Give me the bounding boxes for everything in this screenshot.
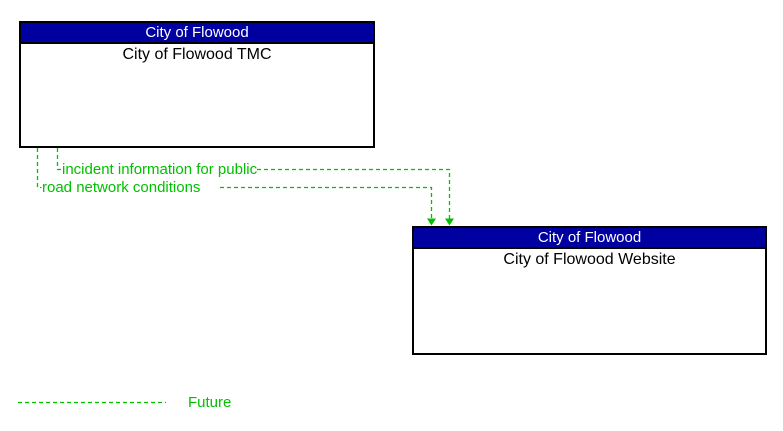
arrowhead-down-icon — [445, 218, 454, 226]
arrowhead-down-icon — [427, 218, 436, 226]
flow-line-road-network-left-stub — [36, 148, 42, 189]
element-owner-header: City of Flowood — [414, 228, 765, 249]
element-name-label: City of Flowood Website — [503, 251, 676, 268]
element-box-city-of-flowood-website[interactable]: City of Flowood City of Flowood Website — [412, 226, 767, 355]
flow-label-road-network-conditions[interactable]: road network conditions — [42, 179, 201, 196]
element-owner-header: City of Flowood — [21, 23, 373, 44]
element-name-label: City of Flowood TMC — [122, 46, 272, 63]
legend-future-label: Future — [188, 394, 232, 411]
element-owner-label: City of Flowood — [537, 229, 642, 246]
element-owner-label: City of Flowood — [145, 24, 249, 41]
element-box-city-of-flowood-tmc[interactable]: City of Flowood City of Flowood TMC — [19, 21, 375, 148]
flow-line-incident-information — [257, 168, 451, 219]
flow-line-road-network — [220, 186, 433, 219]
flow-label-incident-information-for-public[interactable]: incident information for public — [62, 161, 258, 178]
